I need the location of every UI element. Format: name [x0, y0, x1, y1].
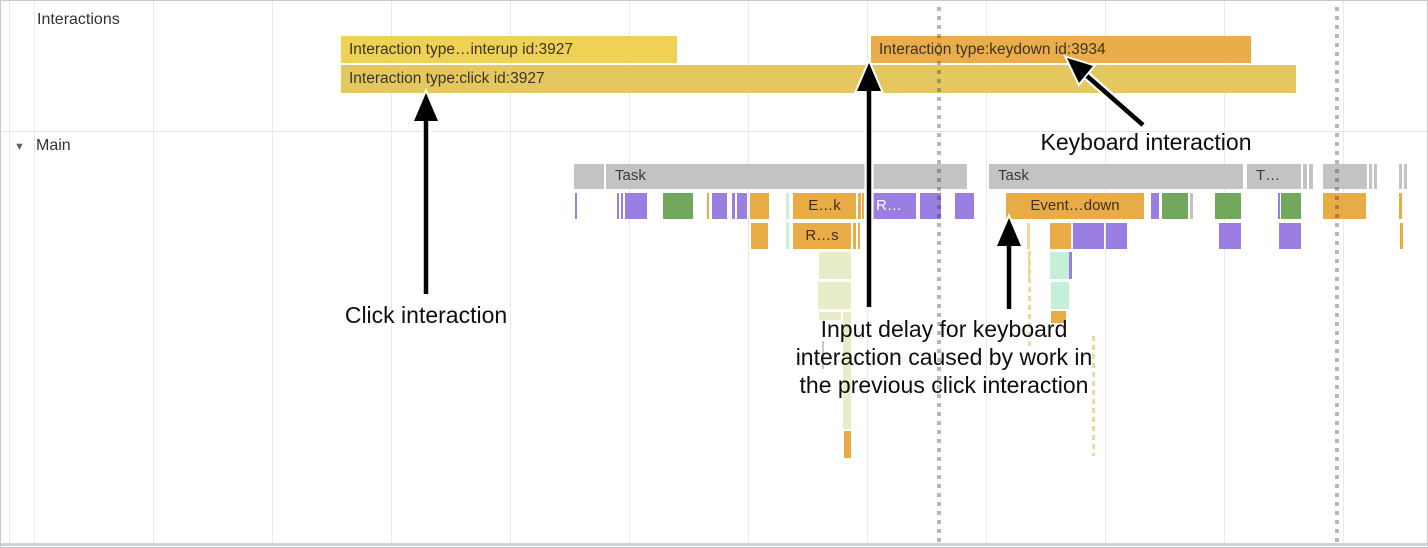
flame-block[interactable] [617, 193, 619, 219]
click-interaction-annotation: Click interaction [344, 302, 508, 328]
dotted-marker-line [937, 7, 941, 544]
flame-block[interactable] [1219, 223, 1241, 249]
flame-block-r[interactable]: R… [867, 193, 916, 219]
flame-block[interactable] [1303, 164, 1307, 189]
flame-block[interactable] [1374, 164, 1377, 189]
interaction-bar[interactable]: Interaction type:click id:3927 [341, 65, 1296, 93]
gridline [1105, 1, 1106, 543]
gridline [9, 1, 10, 543]
flame-block-t[interactable]: T… [1247, 164, 1301, 189]
flame-block[interactable] [786, 193, 789, 219]
flame-block[interactable] [920, 193, 941, 219]
flame-block[interactable] [955, 193, 974, 219]
flame-block[interactable] [1051, 282, 1069, 309]
gridline [391, 1, 392, 543]
flame-block[interactable] [1027, 223, 1030, 249]
gridline [986, 1, 987, 543]
flame-block[interactable] [1400, 223, 1403, 249]
flame-block[interactable] [1323, 193, 1366, 219]
event-keydown-arrow [993, 212, 1025, 309]
flame-block[interactable] [1279, 223, 1301, 249]
flame-block[interactable] [663, 193, 693, 219]
flame-block[interactable] [1215, 193, 1241, 219]
flame-block[interactable] [575, 193, 577, 219]
input-delay-line-1: Input delay for keyboard [820, 316, 1068, 342]
keyboard-interaction-annotation: Keyboard interaction [1040, 129, 1252, 155]
gridline [153, 1, 154, 543]
flame-block[interactable] [862, 193, 864, 219]
flame-block[interactable] [822, 341, 824, 369]
interactions-track-label: Interactions [37, 11, 120, 28]
flame-block-eventdown[interactable]: Event…down [1006, 193, 1144, 219]
flame-block[interactable] [1399, 193, 1402, 219]
interaction-bar[interactable]: Interaction type…interup id:3927 [341, 36, 677, 63]
interaction-bar[interactable]: Interaction type:keydown id:3934 [871, 36, 1251, 63]
flame-block[interactable] [1050, 252, 1069, 279]
flame-block[interactable] [1106, 223, 1127, 249]
flame-block-task[interactable]: Task [989, 164, 1243, 189]
flame-block[interactable] [1404, 164, 1407, 189]
gridline [748, 1, 749, 543]
gridline [272, 1, 273, 543]
flame-block[interactable] [1069, 252, 1072, 279]
flame-block[interactable] [1028, 252, 1030, 279]
collapse-triangle-icon[interactable]: ▼ [14, 141, 25, 153]
flame-block[interactable] [858, 193, 861, 219]
flame-block[interactable] [1073, 223, 1104, 249]
long-task-dash-column [1092, 336, 1095, 456]
flame-block[interactable] [1151, 193, 1159, 219]
flame-block[interactable] [1369, 164, 1372, 189]
canvas-bottom-edge [1, 543, 1427, 546]
flame-block[interactable] [574, 164, 604, 189]
flame-block[interactable] [1190, 193, 1193, 219]
flame-block[interactable] [1309, 164, 1313, 189]
flame-block[interactable] [844, 431, 851, 458]
flame-block[interactable] [1323, 164, 1367, 189]
flame-block[interactable] [737, 193, 747, 219]
gridline [1224, 1, 1225, 543]
track-separator [1, 131, 1427, 132]
main-track-label: Main [36, 137, 71, 154]
flame-block[interactable] [843, 312, 851, 429]
click-arrow [410, 87, 442, 294]
flame-block[interactable] [707, 193, 709, 219]
input-delay-line-3: the previous click interaction [799, 372, 1089, 398]
dotted-marker-line [1335, 7, 1339, 544]
flame-block-rs[interactable]: R…s [793, 223, 851, 249]
input-delay-annotation: Input delay for keyboard interaction cau… [796, 315, 1093, 399]
input-delay-line-2: interaction caused by work in [795, 344, 1093, 370]
flame-block[interactable] [819, 252, 851, 279]
flame-block[interactable] [1399, 164, 1402, 189]
gridline [1343, 1, 1344, 543]
gridline [34, 1, 35, 543]
flame-block[interactable] [858, 223, 860, 249]
flame-block[interactable] [1162, 193, 1188, 219]
flame-block[interactable] [625, 193, 647, 219]
flame-block[interactable] [621, 193, 623, 219]
flame-block[interactable] [1051, 311, 1066, 323]
flame-block[interactable] [750, 193, 769, 219]
flame-block[interactable] [818, 282, 851, 309]
flame-block[interactable] [1278, 193, 1280, 219]
flame-block[interactable] [819, 312, 841, 320]
flame-block[interactable] [786, 223, 789, 249]
flame-block[interactable] [1281, 193, 1301, 219]
flame-block[interactable] [1050, 223, 1071, 249]
gridline [510, 1, 511, 543]
long-task-dash-column [1028, 251, 1031, 346]
flame-block[interactable] [732, 193, 735, 219]
gridline [629, 1, 630, 543]
flame-block-task[interactable]: Task [606, 164, 967, 189]
flame-block[interactable] [712, 193, 727, 219]
flame-block-ek[interactable]: E…k [793, 193, 856, 219]
flame-block[interactable] [751, 223, 768, 249]
flame-block[interactable] [853, 223, 856, 249]
